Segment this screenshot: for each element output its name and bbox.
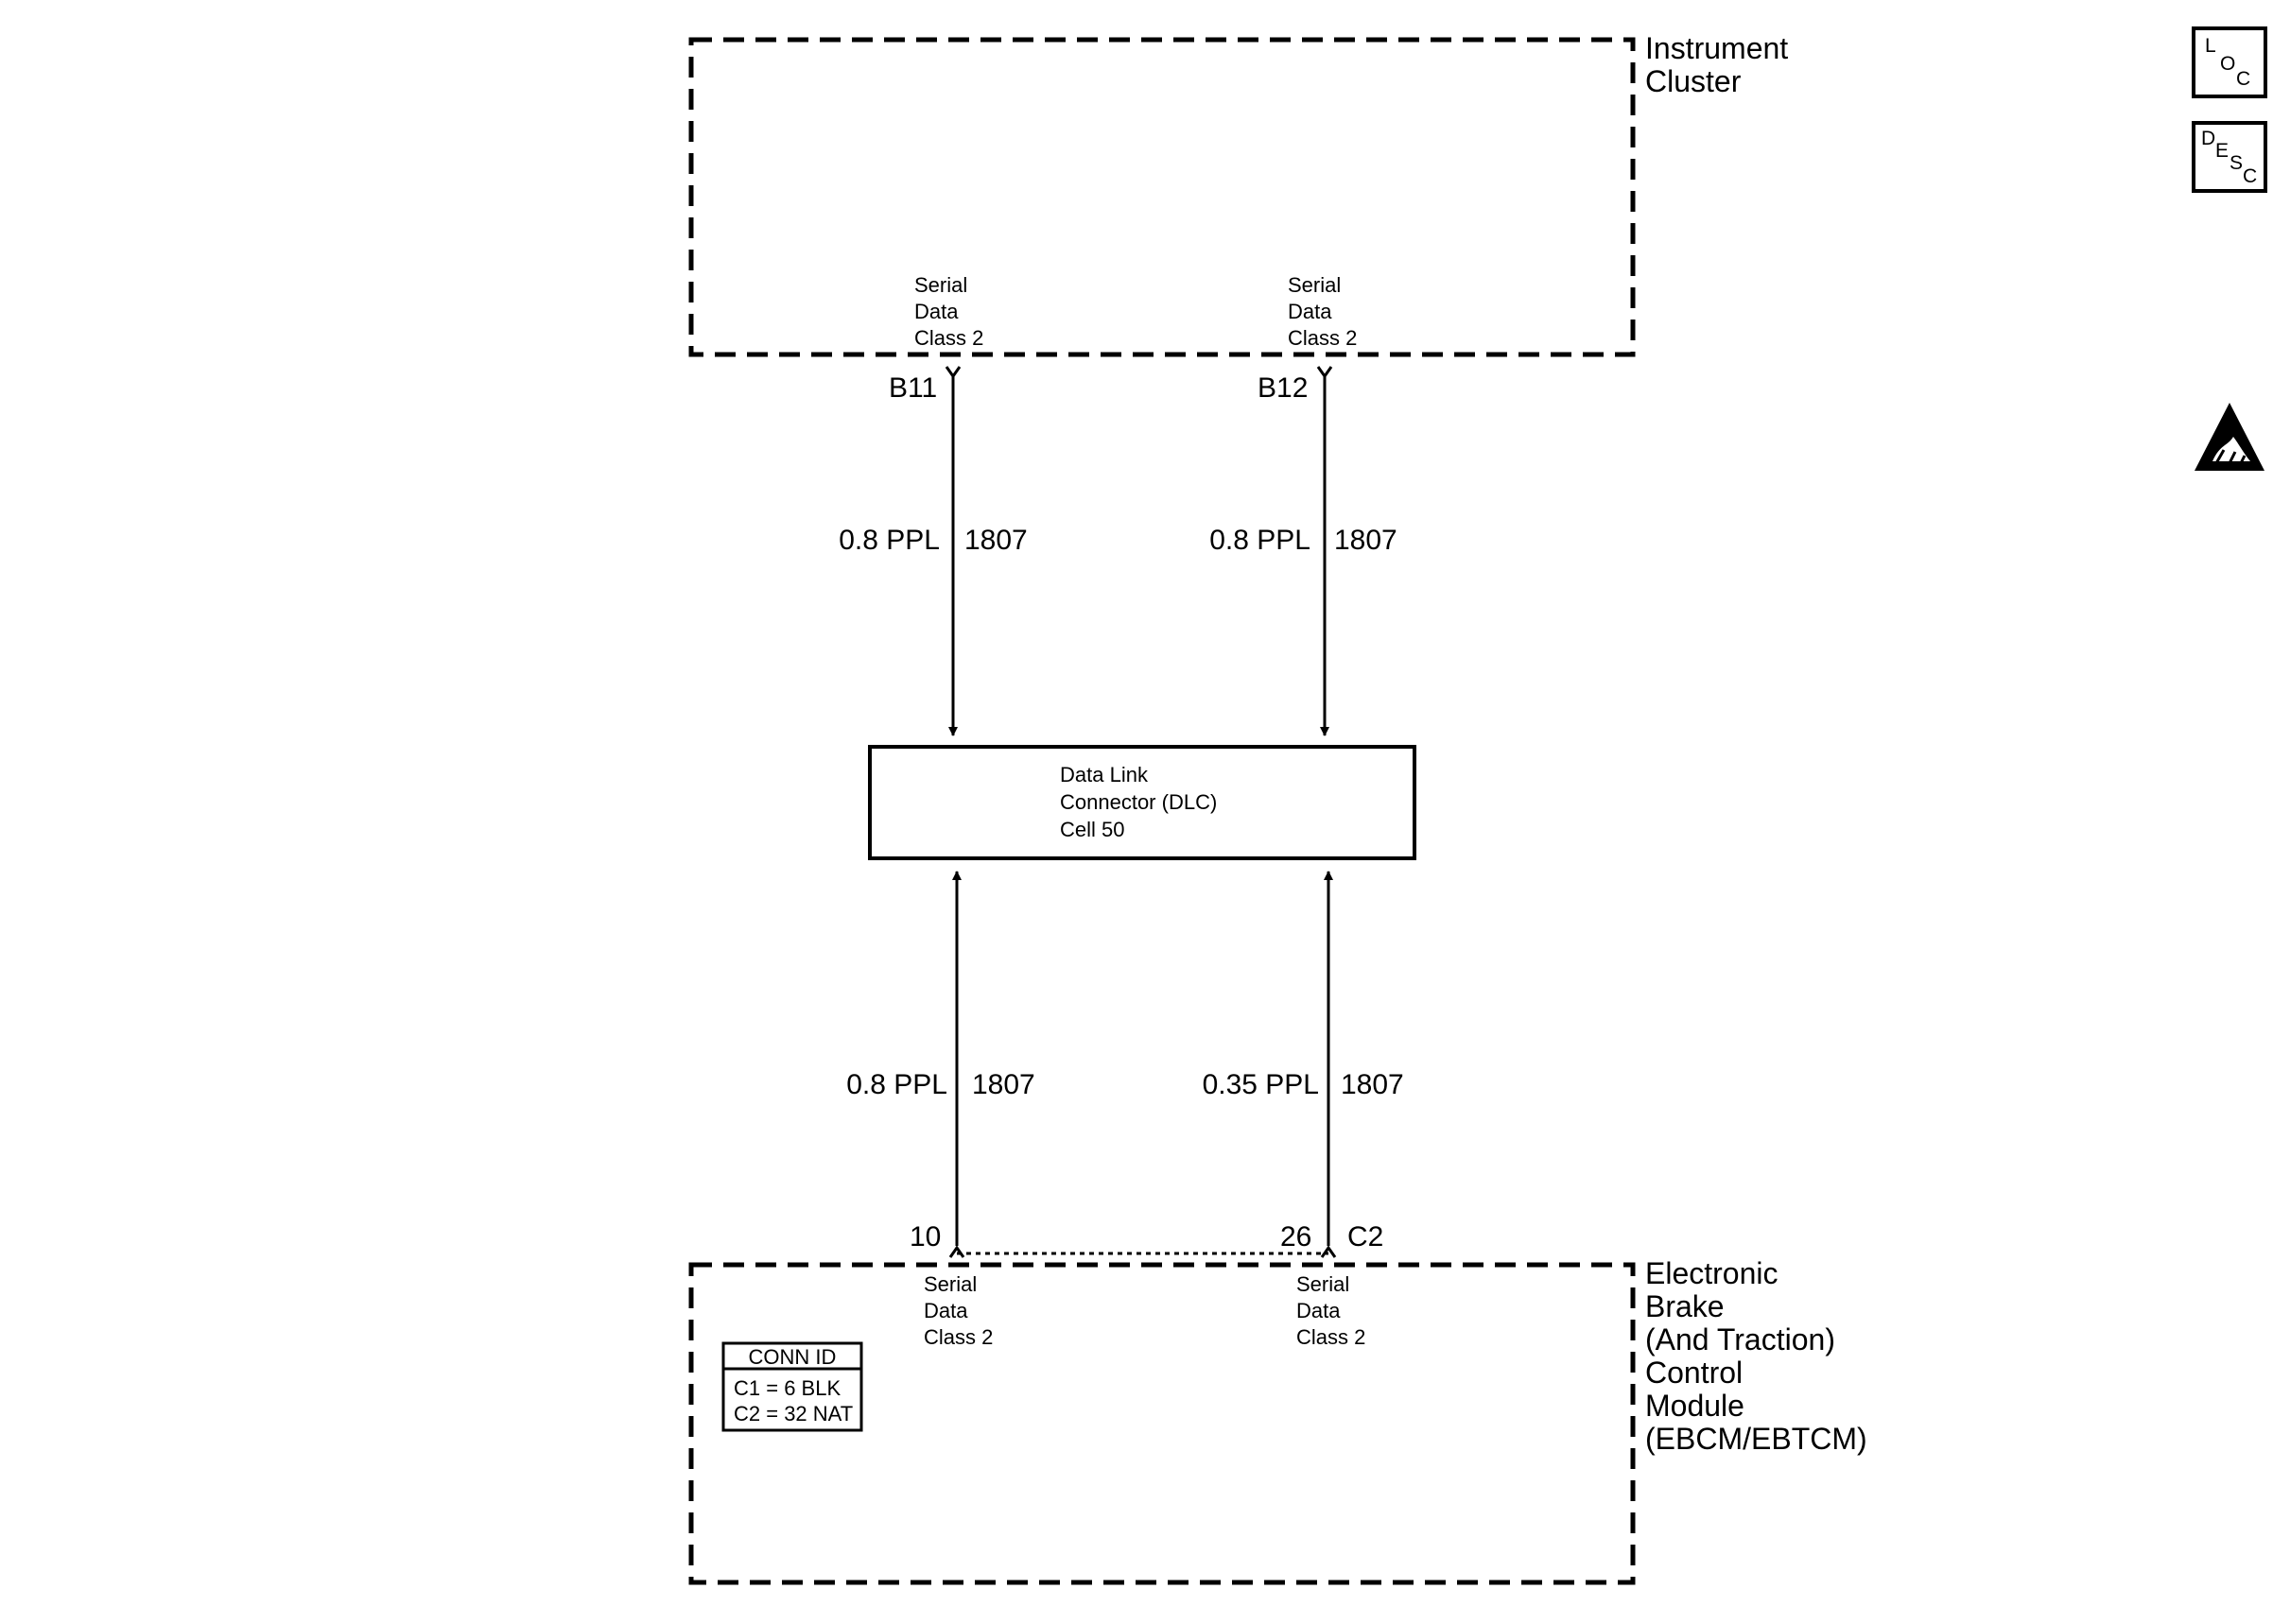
pin-label-line3: Class 2 [1288, 326, 1357, 350]
data-link-connector: Data Link Connector (DLC) Cell 50 [868, 745, 1416, 860]
wire-circuit-number: 1807 [1341, 1069, 1404, 1100]
wire-upper-right: 0.8 PPL 1807 [1209, 376, 1397, 736]
wire-gauge-color: 0.8 PPL [839, 525, 940, 556]
ebcm-title-line4: Control [1645, 1356, 1743, 1390]
wire-upper-left: 0.8 PPL 1807 [839, 376, 1028, 736]
desc-letter-c: C [2243, 165, 2257, 187]
dlc-label-line1: Data Link [1060, 763, 1149, 786]
terminal-10: 10 [910, 1221, 941, 1253]
terminal-b11: B11 [889, 372, 937, 404]
pin-label-line2: Data [1288, 300, 1332, 323]
conn-id-row-1: C1 = 6 BLK [734, 1376, 841, 1400]
dlc-label-line3: Cell 50 [1060, 818, 1124, 841]
desc-letter-e: E [2215, 140, 2229, 162]
female-terminal-icon [945, 366, 962, 379]
instrument-cluster: Instrument Cluster Serial Data Class 2 B… [688, 31, 1788, 404]
dlc-label-line2: Connector (DLC) [1060, 790, 1217, 814]
wire-circuit-number: 1807 [964, 525, 1028, 556]
instrument-cluster-title-line2: Cluster [1645, 64, 1742, 98]
pin-label-line2: Data [924, 1299, 968, 1322]
pin-label-line2: Data [1296, 1299, 1341, 1322]
pin-label-line3: Class 2 [1296, 1325, 1365, 1349]
instrument-cluster-box [688, 37, 1636, 357]
wire-lower-left: 0.8 PPL 1807 [846, 871, 1035, 1246]
cluster-pin-right: Serial Data Class 2 B12 [1258, 273, 1357, 404]
terminal-b12: B12 [1258, 372, 1308, 404]
ebcm-title-line1: Electronic [1645, 1256, 1778, 1290]
loc-letter-l: L [2205, 35, 2216, 57]
ebcm-title-line6: (EBCM/EBTCM) [1645, 1422, 1867, 1456]
female-terminal-icon [1320, 1245, 1337, 1258]
pin-label-line1: Serial [1296, 1272, 1349, 1296]
pin-label-line3: Class 2 [914, 326, 983, 350]
ebcm-title-line5: Module [1645, 1389, 1744, 1423]
desc-letter-d: D [2201, 128, 2215, 149]
pin-label-line2: Data [914, 300, 959, 323]
terminal-26: 26 [1280, 1221, 1311, 1253]
wire-gauge-color: 0.8 PPL [1209, 525, 1310, 556]
female-terminal-icon [1316, 366, 1333, 379]
pin-label-line1: Serial [924, 1272, 977, 1296]
ebcm-box [688, 1262, 1636, 1585]
ebcm-title-line3: (And Traction) [1645, 1322, 1835, 1356]
loc-letter-c: C [2236, 68, 2250, 90]
loc-letter-o: O [2220, 53, 2235, 75]
pin-label-line1: Serial [1288, 273, 1341, 297]
description-icon[interactable]: D E S C [2192, 121, 2267, 193]
wire-circuit-number: 1807 [972, 1069, 1035, 1100]
ebcm-pin-left: Serial Data Class 2 [924, 1272, 993, 1349]
pin-label-line1: Serial [914, 273, 967, 297]
conn-id-header: CONN ID [749, 1345, 837, 1369]
wire-gauge-color: 0.35 PPL [1203, 1069, 1319, 1100]
ebcm-module: 10 26 C2 Electronic Brake (And Traction)… [688, 1221, 1867, 1585]
wire-circuit-number: 1807 [1334, 525, 1397, 556]
connector-c2-label: C2 [1347, 1221, 1383, 1253]
conn-id-table: CONN ID C1 = 6 BLK C2 = 32 NAT [721, 1341, 863, 1432]
location-icon[interactable]: L O C [2192, 26, 2267, 98]
esd-warning-icon [2195, 403, 2264, 471]
ebcm-title-line2: Brake [1645, 1289, 1725, 1323]
dlc-box [868, 745, 1416, 860]
cluster-pin-left: Serial Data Class 2 B11 [889, 273, 983, 404]
ebcm-pin-right: Serial Data Class 2 [1296, 1272, 1365, 1349]
conn-id-row-2: C2 = 32 NAT [734, 1402, 853, 1425]
female-terminal-icon [948, 1245, 965, 1258]
instrument-cluster-title-line1: Instrument [1645, 31, 1788, 65]
wire-gauge-color: 0.8 PPL [846, 1069, 947, 1100]
desc-letter-s: S [2230, 152, 2243, 174]
wire-lower-right: 0.35 PPL 1807 [1203, 871, 1404, 1246]
pin-label-line3: Class 2 [924, 1325, 993, 1349]
